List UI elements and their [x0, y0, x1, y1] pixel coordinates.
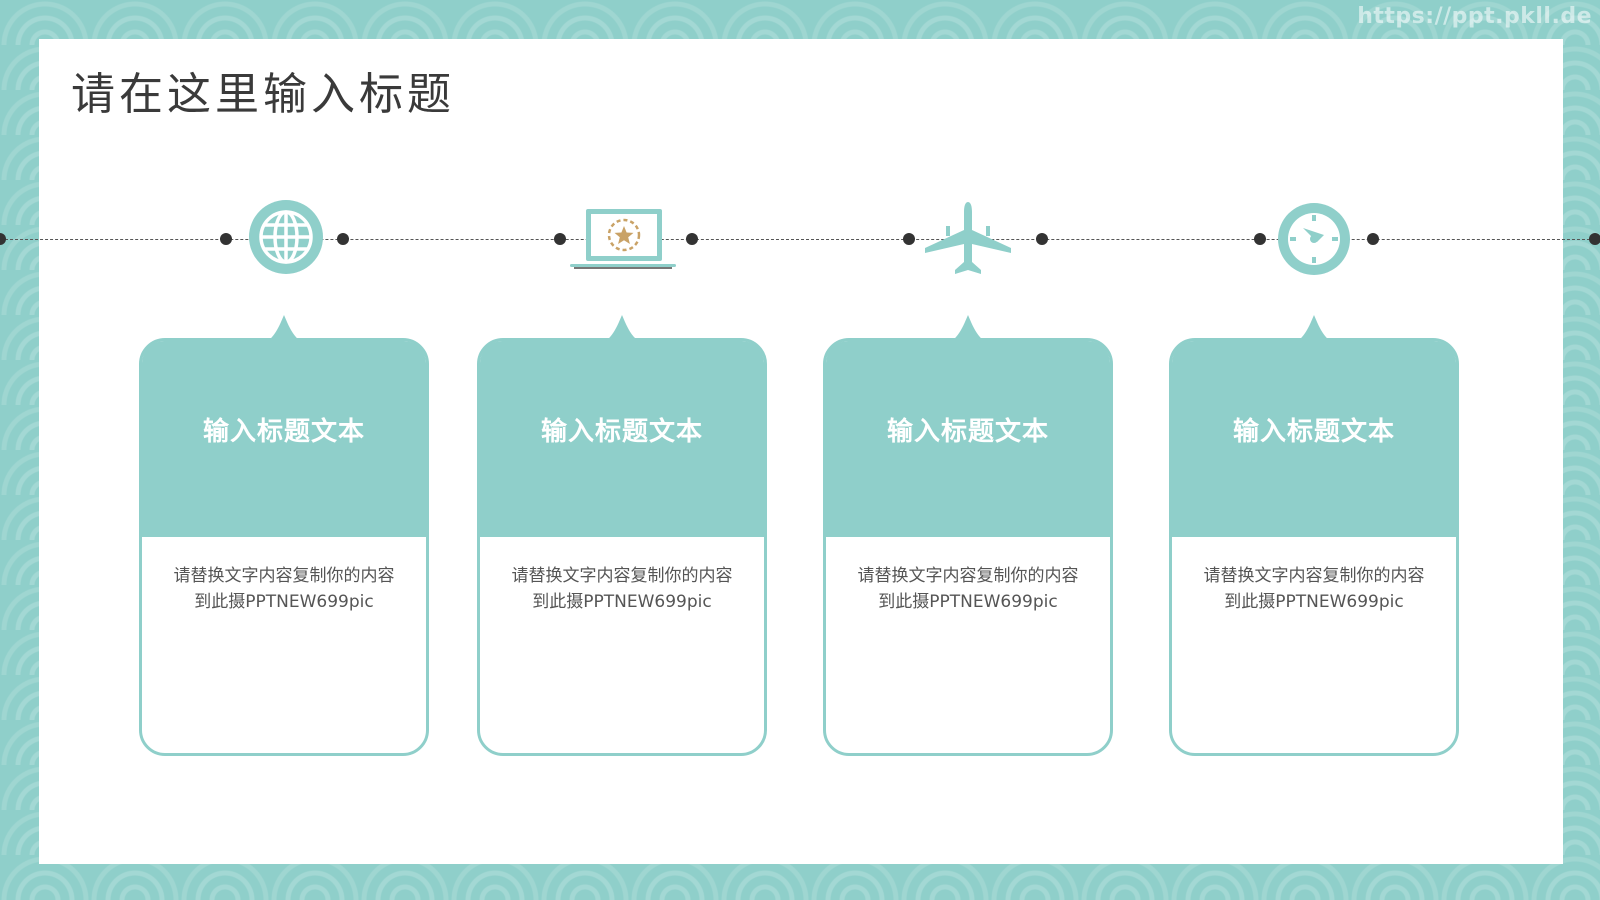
card-body-line: 到此摄PPTNEW699pic [532, 592, 712, 612]
card-body-line: 请替换文字内容复制你的内容 [1203, 566, 1425, 586]
card-pointer [254, 315, 314, 345]
watermark-url: https://ppt.pkll.de [1357, 4, 1592, 29]
card-body: 请替换文字内容复制你的内容 到此摄PPTNEW699pic [480, 563, 764, 615]
card-body-line: 请替换文字内容复制你的内容 [511, 566, 733, 586]
info-card: 输入标题文本 请替换文字内容复制你的内容 到此摄PPTNEW699pic [139, 315, 429, 756]
info-card: 输入标题文本 请替换文字内容复制你的内容 到此摄PPTNEW699pic [1169, 315, 1459, 756]
card-pointer [592, 315, 652, 345]
card-body: 请替换文字内容复制你的内容 到此摄PPTNEW699pic [826, 563, 1110, 615]
card-header [1172, 341, 1456, 537]
laptop-star-icon [570, 209, 676, 269]
card-title: 输入标题文本 [886, 417, 1049, 447]
card-body-line: 请替换文字内容复制你的内容 [857, 566, 1079, 586]
card-pointer [1284, 315, 1344, 345]
card-header [826, 341, 1110, 537]
card-title: 输入标题文本 [202, 417, 365, 447]
card-body-line: 请替换文字内容复制你的内容 [173, 566, 395, 586]
card-header [142, 341, 426, 537]
timeline-dot [220, 233, 232, 245]
timeline-dot [1367, 233, 1379, 245]
compass-icon [1278, 203, 1350, 275]
timeline-dot [1589, 233, 1600, 245]
info-card: 输入标题文本 请替换文字内容复制你的内容 到此摄PPTNEW699pic [823, 315, 1113, 756]
airplane-icon [925, 202, 1011, 274]
card-body: 请替换文字内容复制你的内容 到此摄PPTNEW699pic [142, 563, 426, 615]
timeline-dot [1254, 233, 1266, 245]
page-title: 请在这里输入标题 [71, 69, 455, 120]
card-body-line: 到此摄PPTNEW699pic [878, 592, 1058, 612]
card-body-line: 到此摄PPTNEW699pic [194, 592, 374, 612]
info-card: 输入标题文本 请替换文字内容复制你的内容 到此摄PPTNEW699pic [477, 315, 767, 756]
timeline-dot [903, 233, 915, 245]
timeline-dot [554, 233, 566, 245]
card-body-line: 到此摄PPTNEW699pic [1224, 592, 1404, 612]
card-title: 输入标题文本 [1232, 417, 1395, 447]
card-body: 请替换文字内容复制你的内容 到此摄PPTNEW699pic [1172, 563, 1456, 615]
timeline-dot [337, 233, 349, 245]
globe-icon [249, 200, 323, 274]
timeline-dot [0, 233, 6, 245]
card-header [480, 341, 764, 537]
timeline-dot [1036, 233, 1048, 245]
timeline-line [0, 239, 1600, 240]
timeline-dot [686, 233, 698, 245]
card-pointer [938, 315, 998, 345]
card-title: 输入标题文本 [540, 417, 703, 447]
